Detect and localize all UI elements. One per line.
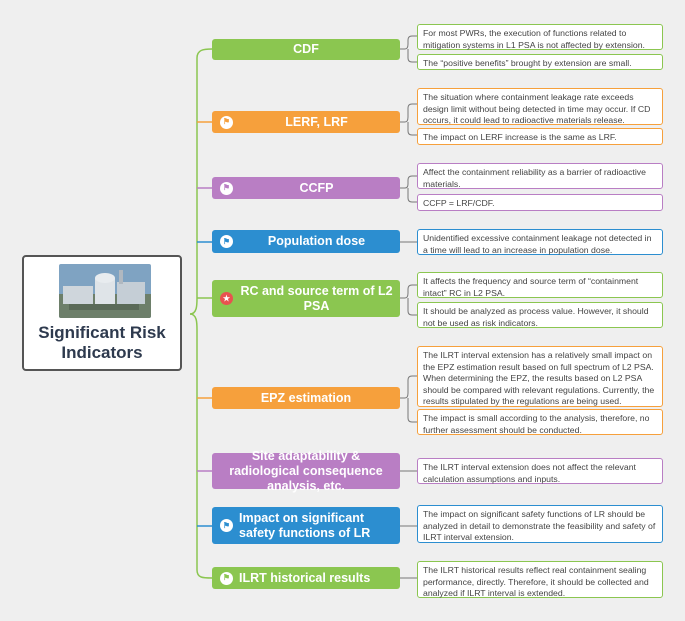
note-ilrt-1: The ILRT historical results reflect real…	[417, 561, 663, 598]
topic-cdf[interactable]: CDF	[212, 39, 400, 60]
topic-ilrt-historical[interactable]: ⚑ ILRT historical results	[212, 567, 400, 589]
topic-safety-functions-lr[interactable]: ⚑ Impact on significant safety functions…	[212, 507, 400, 544]
flag-icon: ⚑	[220, 572, 233, 585]
topic-label: CCFP	[233, 181, 400, 196]
flag-icon: ⚑	[220, 235, 233, 248]
note-rc-1: It affects the frequency and source term…	[417, 272, 663, 298]
note-rc-2: It should be analyzed as process value. …	[417, 302, 663, 328]
topic-site-adaptability[interactable]: Site adaptability & radiological consequ…	[212, 453, 400, 489]
topic-label: RC and source term of L2 PSA	[233, 284, 400, 314]
note-cdf-2: The “positive benefits” brought by exten…	[417, 54, 663, 70]
plant-photo	[59, 264, 151, 318]
flag-icon: ⚑	[220, 182, 233, 195]
topic-label: Site adaptability & radiological consequ…	[212, 449, 400, 494]
note-lerf-2: The impact on LERF increase is the same …	[417, 128, 663, 145]
note-ccfp-2: CCFP = LRF/CDF.	[417, 194, 663, 211]
flag-icon: ⚑	[220, 116, 233, 129]
topic-epz-estimation[interactable]: EPZ estimation	[212, 387, 400, 409]
note-epz-1: The ILRT interval extension has a relati…	[417, 346, 663, 407]
topic-label: Population dose	[233, 234, 400, 249]
note-lerf-1: The situation where containment leakage …	[417, 88, 663, 125]
note-ccfp-1: Affect the containment reliability as a …	[417, 163, 663, 189]
topic-rc-source-term[interactable]: ★ RC and source term of L2 PSA	[212, 280, 400, 317]
topic-label: CDF	[212, 42, 400, 57]
topic-label: LERF, LRF	[233, 115, 400, 130]
topic-label: EPZ estimation	[212, 391, 400, 406]
note-site-1: The ILRT interval extension does not aff…	[417, 458, 663, 484]
note-safety-1: The impact on significant safety functio…	[417, 505, 663, 543]
topic-label: Impact on significant safety functions o…	[233, 511, 400, 541]
topic-population-dose[interactable]: ⚑ Population dose	[212, 230, 400, 253]
root-node[interactable]: Significant Risk Indicators	[22, 255, 182, 371]
flag-icon: ⚑	[220, 519, 233, 532]
topic-ccfp[interactable]: ⚑ CCFP	[212, 177, 400, 199]
star-icon: ★	[220, 292, 233, 305]
note-population-1: Unidentified excessive containment leaka…	[417, 229, 663, 255]
root-title: Significant Risk Indicators	[24, 323, 180, 363]
topic-label: ILRT historical results	[233, 571, 400, 586]
topic-lerf-lrf[interactable]: ⚑ LERF, LRF	[212, 111, 400, 133]
note-epz-2: The impact is small according to the ana…	[417, 409, 663, 435]
note-cdf-1: For most PWRs, the execution of function…	[417, 24, 663, 50]
